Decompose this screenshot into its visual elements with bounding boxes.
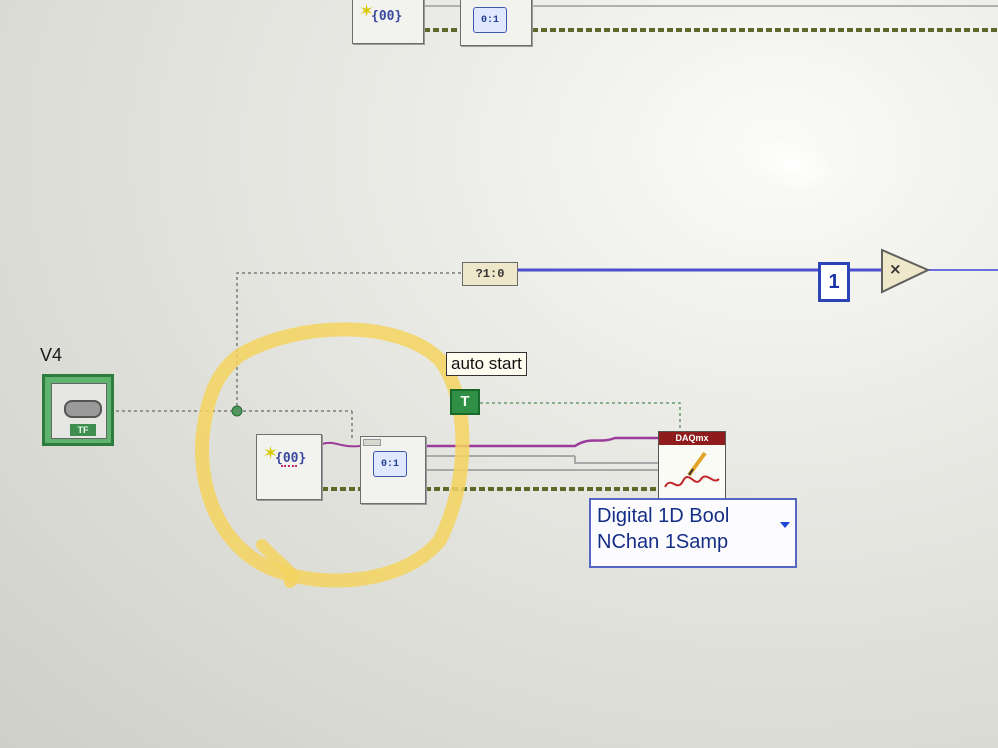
top-digital-line-vi[interactable]: 0:1: [460, 0, 532, 46]
to-u8-icon: ?1:0: [475, 267, 505, 281]
waveform-icon: [281, 459, 297, 467]
boolean-control-v4[interactable]: TF: [42, 374, 114, 446]
digital-line-vi[interactable]: 0:1: [360, 436, 426, 504]
to-u8-node[interactable]: ?1:0: [462, 262, 518, 286]
tf-badge: TF: [70, 424, 96, 436]
create-channel-vi[interactable]: ✶ {00}: [256, 434, 322, 500]
daqmx-write-vi[interactable]: DAQmx: [658, 431, 726, 499]
dropdown-arrow-icon[interactable]: [780, 522, 790, 528]
new-star-icon: ✶: [263, 443, 279, 464]
polymorphic-selector[interactable]: Digital 1D Bool NChan 1Samp: [589, 498, 797, 568]
vi-strip-icon: [363, 439, 381, 446]
bool-constant-value: T: [460, 393, 470, 410]
digital-line-icon: 0:1: [473, 7, 507, 33]
multiply-icon[interactable]: ×: [889, 260, 902, 278]
polymorphic-line-1: Digital 1D Bool: [597, 505, 730, 527]
top-create-channel-vi[interactable]: ✶ {00}: [352, 0, 424, 44]
top-create-channel-glyph: {00}: [371, 9, 403, 24]
control-label: V4: [40, 345, 63, 365]
integer-constant[interactable]: 1: [818, 262, 850, 302]
switch-pill-icon: [64, 400, 102, 418]
digital-line-icon: 0:1: [373, 451, 407, 477]
integer-constant-value: 1: [828, 271, 840, 293]
auto-start-bool-constant[interactable]: T: [450, 389, 480, 415]
daqmx-header: DAQmx: [659, 432, 725, 445]
daqmx-write-icon: [664, 451, 720, 488]
new-star-icon: ✶: [359, 1, 375, 22]
polymorphic-line-2: NChan 1Samp: [597, 531, 729, 553]
boolean-control-icon: TF: [51, 383, 107, 439]
auto-start-label: auto start: [446, 352, 527, 376]
create-channel-icon: {00}: [275, 451, 307, 466]
